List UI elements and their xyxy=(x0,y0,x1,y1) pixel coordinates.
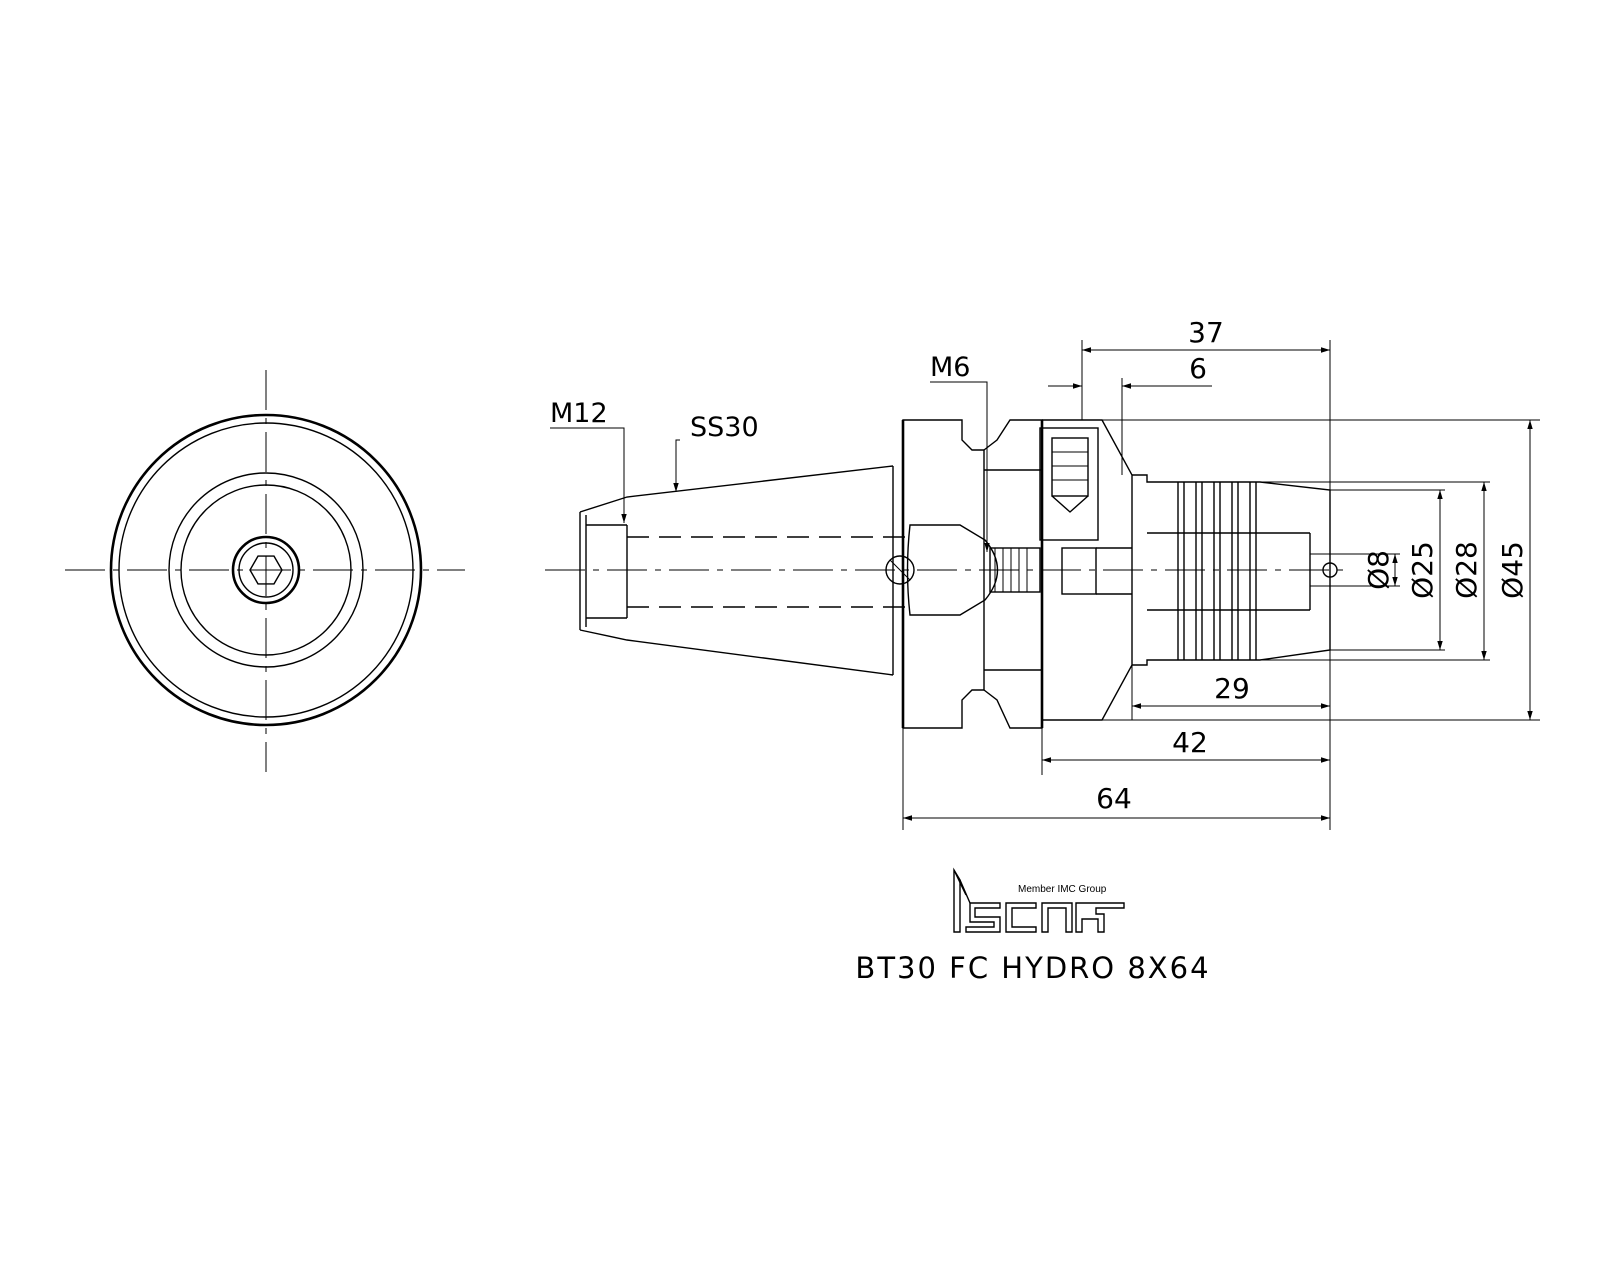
sleeve-rings xyxy=(1177,482,1257,660)
side-hole xyxy=(885,555,915,585)
flange-body xyxy=(902,419,985,729)
leader-m12 xyxy=(550,427,627,523)
leader-labels: M12 SS30 M6 xyxy=(550,352,990,552)
taper-top-edge xyxy=(579,465,894,513)
label-thread-rear: M12 xyxy=(550,398,608,429)
product-title: BT30 FC HYDRO 8X64 xyxy=(855,951,1210,985)
end-view-screw-head-circle xyxy=(238,542,294,598)
brand-member-text: Member IMC Group xyxy=(1018,884,1107,895)
dim-sleeve-diameter: Ø28 xyxy=(1450,541,1483,599)
leader-ss30 xyxy=(673,439,680,492)
end-view xyxy=(65,370,465,772)
end-view-taper-large-circle xyxy=(168,472,364,668)
iscar-logo-icon xyxy=(953,867,1125,933)
dim-nose-diameter: Ø25 xyxy=(1406,541,1439,599)
coolant-screw-body xyxy=(989,547,1041,593)
end-view-outer-flange-circle xyxy=(109,413,423,727)
side-hole-hatch xyxy=(889,559,911,581)
leader-m6 xyxy=(930,381,990,552)
taper-bottom-edge xyxy=(579,629,894,676)
dim-total-length: 64 xyxy=(1096,782,1132,815)
clamp-screw-tip xyxy=(1051,495,1089,513)
end-view-taper-inner-circle xyxy=(180,484,352,656)
end-view-flange-chamfer-circle xyxy=(118,422,414,718)
label-taper-standard: SS30 xyxy=(690,412,759,443)
dim-clamp-length: 29 xyxy=(1214,672,1250,705)
dim-bore-diameter: Ø8 xyxy=(1362,550,1395,590)
dim-flange-offset: 6 xyxy=(1189,352,1207,385)
flange-v-groove xyxy=(983,419,1043,729)
dim-front-length: 37 xyxy=(1188,316,1224,349)
side-view xyxy=(545,419,1345,729)
clamp-screw-head xyxy=(1051,437,1089,497)
front-body xyxy=(1042,419,1133,721)
dimensions: 64 42 29 37 6 Ø8 Ø25 Ø28 Ø45 xyxy=(902,316,1540,830)
piston-block xyxy=(1061,547,1097,595)
dim-body-diameter: Ø45 xyxy=(1496,541,1529,599)
clamp-screw-housing xyxy=(1039,427,1099,541)
internal-pocket xyxy=(906,524,999,616)
label-coolant-screw: M6 xyxy=(930,352,970,383)
end-view-thread-circle xyxy=(231,535,301,605)
hex-socket-icon xyxy=(249,555,283,585)
brand-logo: Member IMC Group xyxy=(953,867,1125,933)
dim-body-length: 42 xyxy=(1172,726,1208,759)
